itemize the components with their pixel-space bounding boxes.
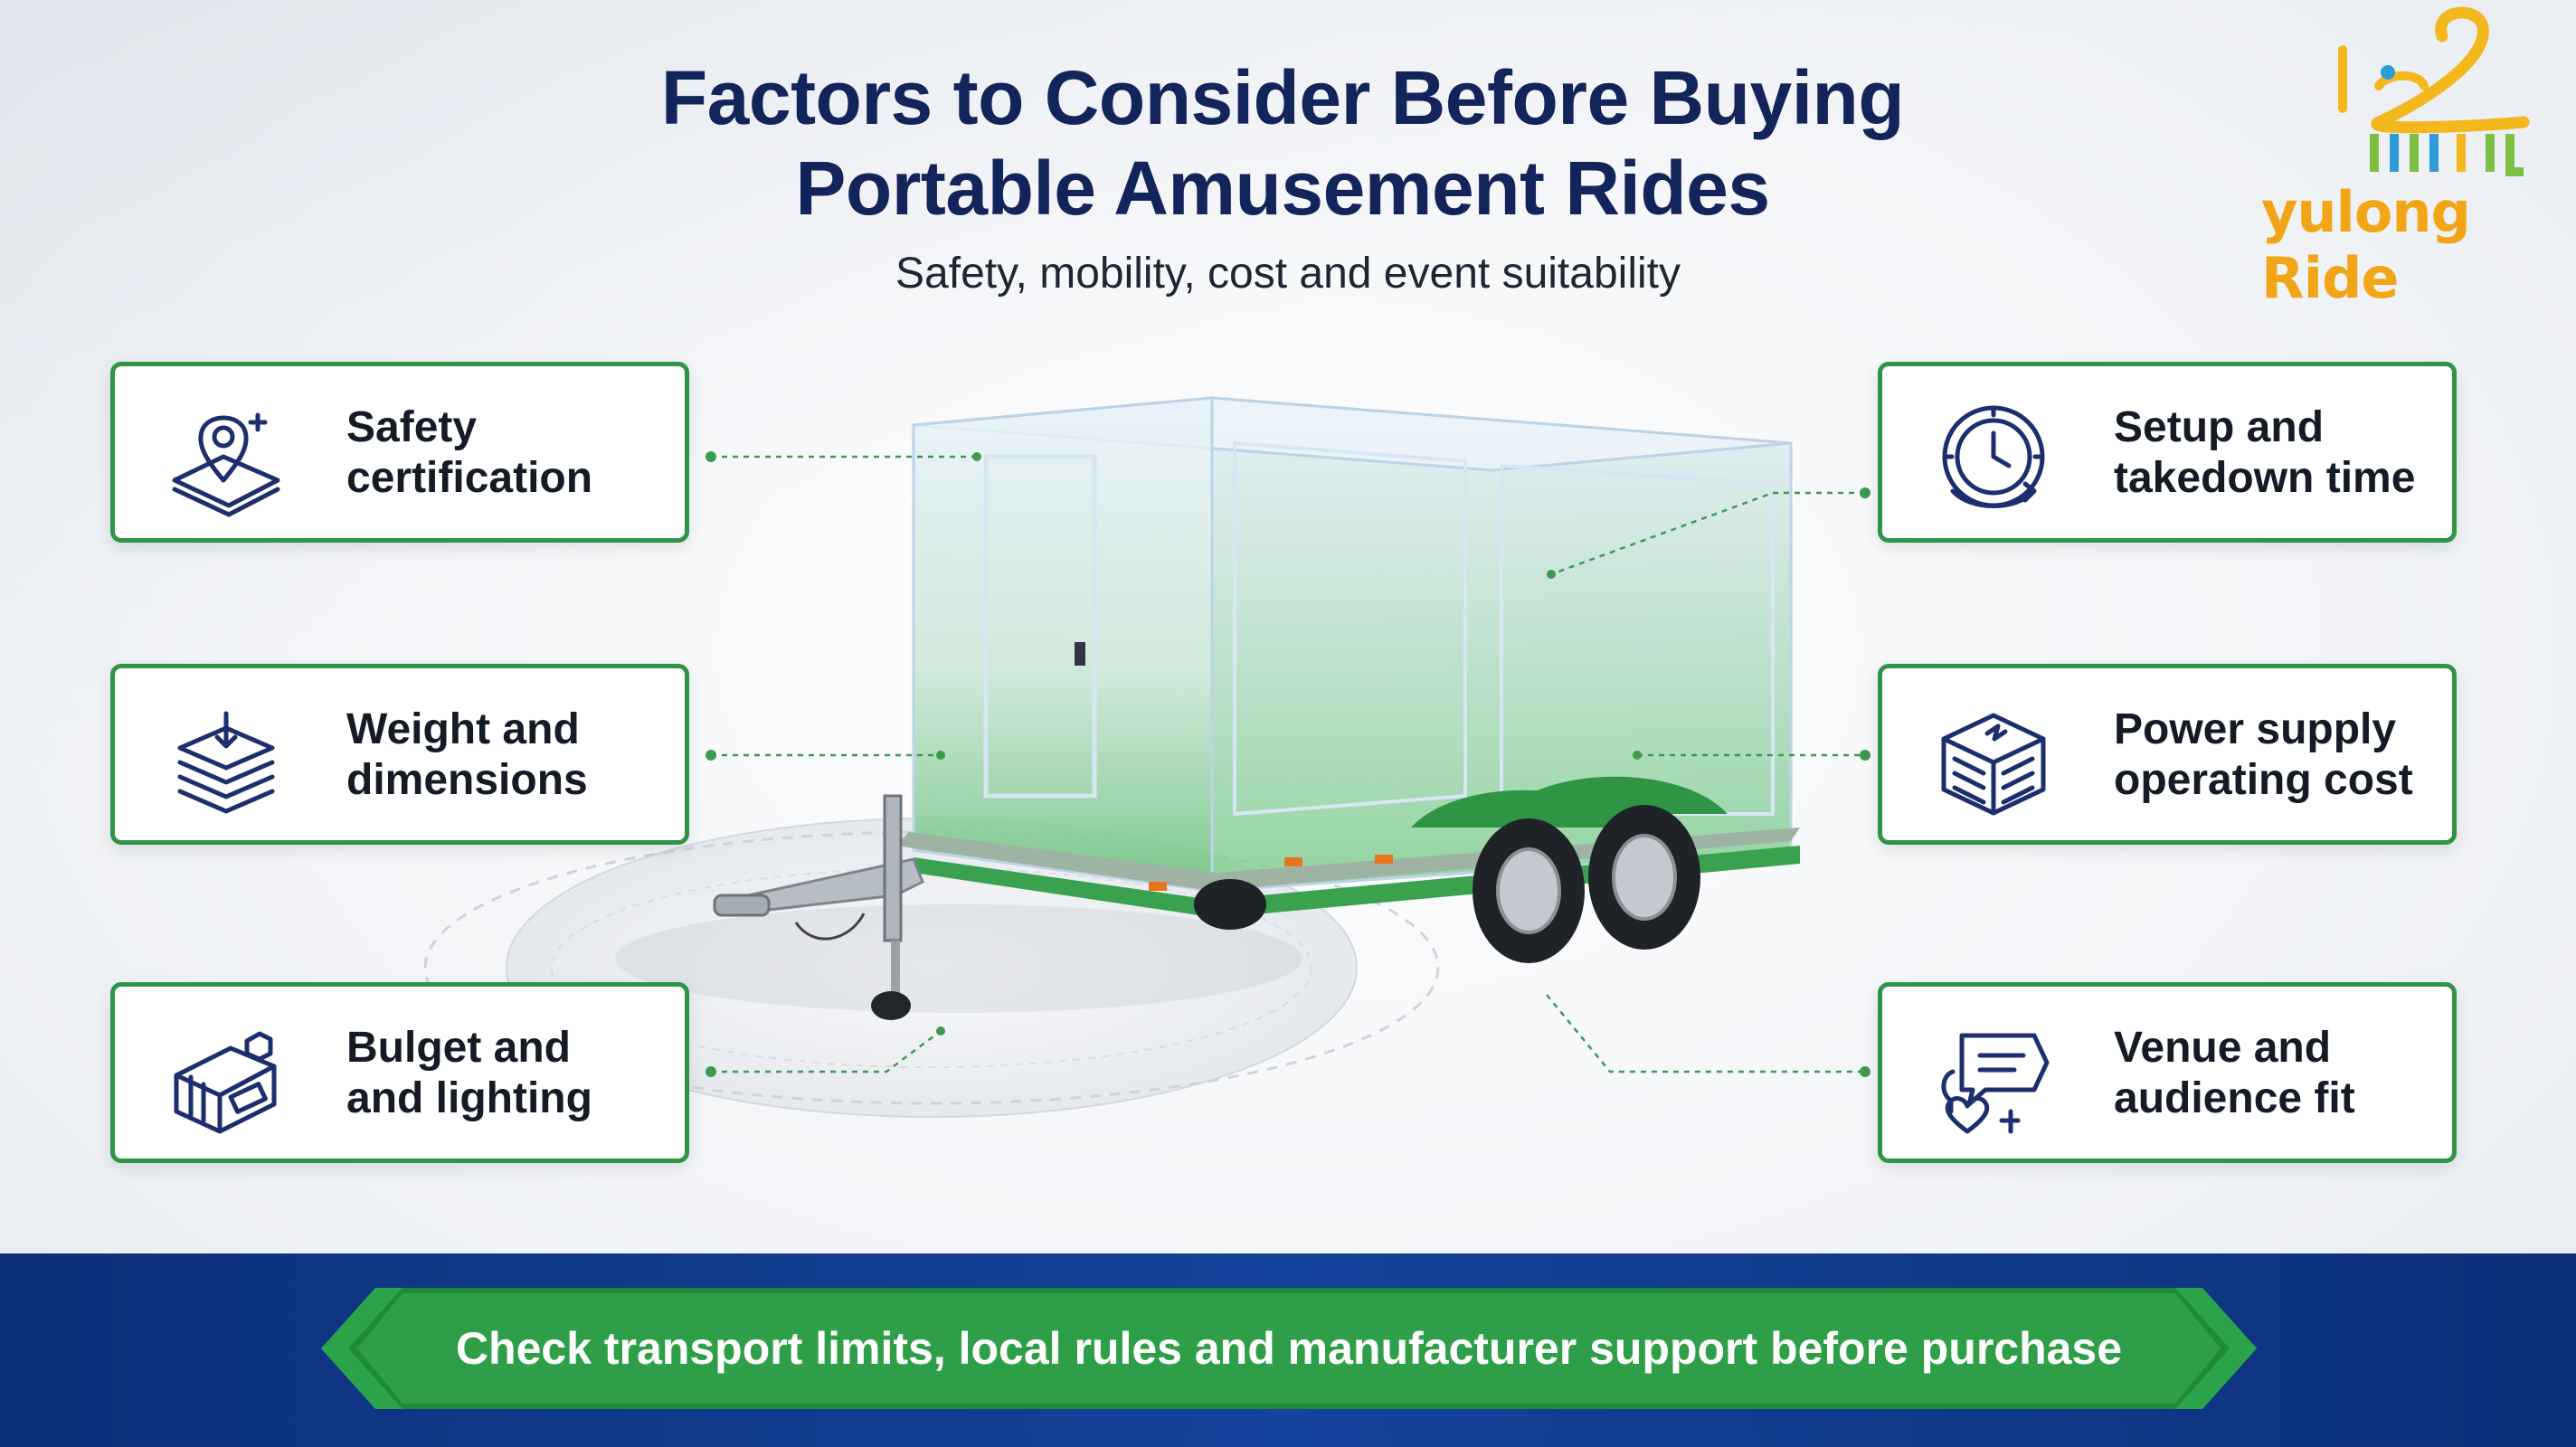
factor-card-weight-dimensions: Weight and dimensions xyxy=(110,664,689,845)
factor-card-venue-audience: Venue and audience fit xyxy=(1878,982,2457,1163)
factor-label: Power supply operating cost xyxy=(2114,705,2413,804)
banner-ribbon xyxy=(321,1288,2257,1409)
factor-label: Bulget and and lighting xyxy=(346,1024,592,1122)
logo-text: yulong Ride xyxy=(2261,179,2471,311)
power-box-icon xyxy=(1941,713,2046,816)
factor-card-setup-takedown: Setup and takedown time xyxy=(1878,362,2457,543)
factor-label: Setup and takedown time xyxy=(2114,403,2416,502)
factor-card-power-supply: Power supply operating cost xyxy=(1878,664,2457,845)
factor-card-budget-lighting: Bulget and and lighting xyxy=(110,982,689,1163)
page-title-line1: Factors to Consider Before Buying xyxy=(660,55,1905,140)
location-shield-icon xyxy=(172,412,280,517)
factor-label: Safety certification xyxy=(346,403,593,502)
factor-label: Weight and dimensions xyxy=(346,705,588,804)
trailer-illustration xyxy=(423,396,1870,1118)
clock-cycle-icon xyxy=(1942,405,2045,508)
page-title-line2: Portable Amusement Rides xyxy=(795,146,1770,231)
banner-text: Check transport limits, local rules and … xyxy=(455,1323,2123,1374)
chat-heart-icon xyxy=(1941,1033,2050,1134)
page-subtitle: Safety, mobility, cost and event suitabi… xyxy=(895,250,1681,298)
factor-card-safety-certification: Safety certification xyxy=(110,362,689,543)
ride-logo-icon xyxy=(2338,6,2530,176)
budget-cube-icon xyxy=(174,1031,277,1134)
stacked-layers-icon xyxy=(177,711,275,814)
factor-label: Venue and audience fit xyxy=(2114,1024,2355,1122)
